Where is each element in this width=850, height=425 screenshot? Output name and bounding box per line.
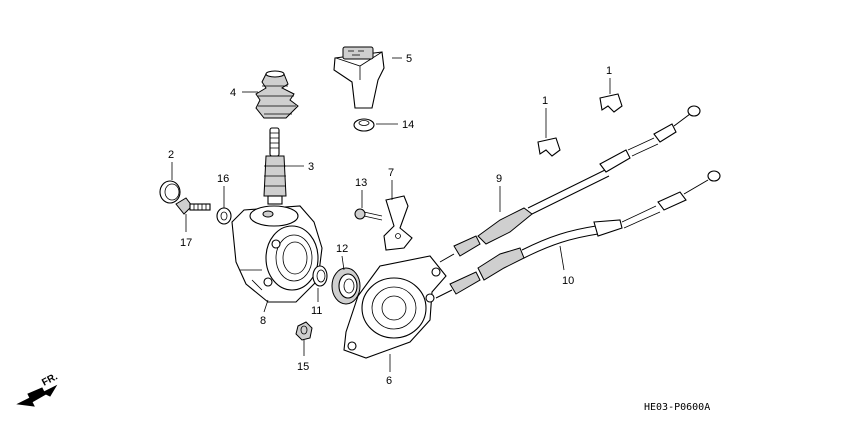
callout-8: 8 bbox=[260, 315, 266, 327]
leader-lines bbox=[171, 57, 611, 372]
part-1-clip-a[interactable] bbox=[537, 137, 561, 157]
callout-12: 12 bbox=[336, 243, 348, 255]
part-16-washer[interactable] bbox=[216, 207, 232, 225]
callout-1a: 1 bbox=[542, 95, 548, 107]
callout-9: 9 bbox=[496, 173, 502, 185]
part-12-bearing[interactable] bbox=[331, 267, 361, 305]
callout-15: 15 bbox=[297, 361, 309, 373]
callout-4: 4 bbox=[230, 87, 236, 99]
part-10-cable[interactable] bbox=[435, 170, 721, 299]
callout-1b: 1 bbox=[606, 65, 612, 77]
callout-16: 16 bbox=[217, 173, 229, 185]
callout-14: 14 bbox=[402, 119, 414, 131]
front-label: FR. bbox=[40, 371, 60, 388]
callout-3: 3 bbox=[308, 161, 314, 173]
callout-labels: 5 14 4 3 2 17 16 8 11 12 15 13 7 6 9 10 … bbox=[168, 53, 612, 387]
part-4-rubber-boot[interactable] bbox=[255, 70, 299, 119]
part-13-screw[interactable] bbox=[354, 208, 383, 221]
diagram-code: HE03-P0600A bbox=[644, 402, 710, 413]
part-6-cover[interactable] bbox=[343, 255, 447, 359]
part-8-shift-housing[interactable] bbox=[231, 205, 323, 303]
callout-7: 7 bbox=[388, 167, 394, 179]
part-5-shift-knob[interactable] bbox=[333, 46, 385, 109]
callout-13: 13 bbox=[355, 177, 367, 189]
part-3-shift-lever[interactable] bbox=[263, 127, 287, 205]
callout-5: 5 bbox=[406, 53, 412, 65]
callout-2: 2 bbox=[168, 149, 174, 161]
callout-6: 6 bbox=[386, 375, 392, 387]
part-15-nut[interactable] bbox=[295, 321, 313, 341]
callout-10: 10 bbox=[562, 275, 574, 287]
part-9-cable[interactable] bbox=[439, 105, 701, 263]
part-17-bolt[interactable] bbox=[175, 197, 211, 215]
callout-11: 11 bbox=[311, 305, 322, 317]
callout-17: 17 bbox=[180, 237, 192, 249]
front-direction-indicator: FR. bbox=[16, 371, 60, 407]
part-11-seal[interactable] bbox=[312, 265, 328, 287]
part-14-nut[interactable] bbox=[353, 118, 375, 132]
part-7-bracket[interactable] bbox=[383, 195, 413, 251]
part-2-cap[interactable] bbox=[159, 180, 181, 204]
part-1-clip-b[interactable] bbox=[599, 93, 623, 113]
front-arrow-icon bbox=[16, 384, 58, 407]
